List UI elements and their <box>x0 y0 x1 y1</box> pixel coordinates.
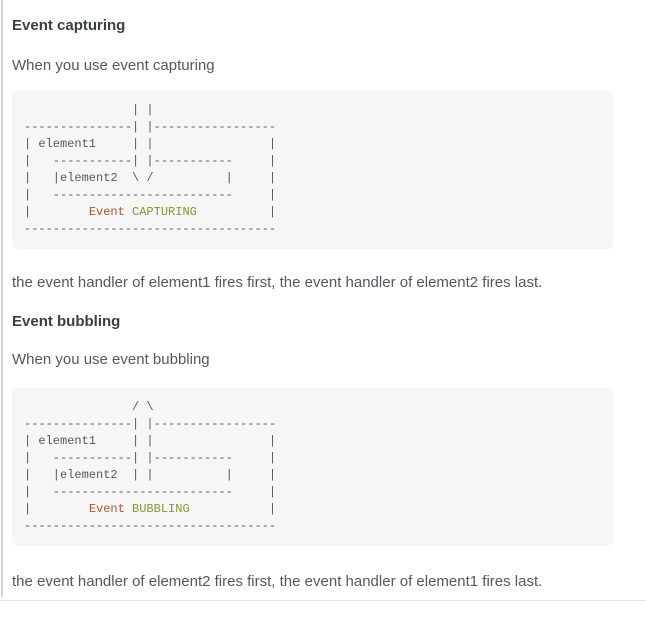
ascii-art-line: | element1 | | | <box>24 137 277 151</box>
ascii-art-line: | element1 | | | <box>24 434 277 448</box>
para-bubbling-intro: When you use event bubbling <box>12 351 210 368</box>
ascii-art-line: ---------------| |----------------- <box>24 120 277 134</box>
code-block-capturing: | | ---------------| |----------------- | … <box>12 91 613 249</box>
ascii-art-line: | | <box>24 103 154 117</box>
heading-event-capturing: Event capturing <box>12 17 126 34</box>
ascii-art-line: | -----------| |----------- | <box>24 154 277 168</box>
para-capturing-intro: When you use event capturing <box>12 57 215 74</box>
ascii-art-line: ----------------------------------- <box>24 222 277 236</box>
answer-content: Event capturing When you use event captu… <box>12 0 613 591</box>
ascii-art-line: | ------------------------- | <box>24 485 277 499</box>
ascii-art-line: | Event CAPTURING | <box>24 205 277 219</box>
heading-event-bubbling: Event bubbling <box>12 313 121 330</box>
para-bubbling-result: the event handler of element2 fires firs… <box>12 573 543 590</box>
ascii-art-line: | -----------| |----------- | <box>24 451 277 465</box>
mode-token: CAPTURING <box>132 205 197 219</box>
ascii-art-line: | ------------------------- | <box>24 188 277 202</box>
ascii-art-line: ----------------------------------- <box>24 519 277 533</box>
event-token: Event <box>88 205 125 219</box>
mode-token: BUBBLING <box>132 502 190 516</box>
code-block-bubbling: / \ ---------------| |----------------- | … <box>12 388 613 546</box>
event-token: Event <box>88 502 125 516</box>
ascii-art-line: | Event BUBBLING | <box>24 502 277 516</box>
ascii-art-line: / \ <box>24 400 154 414</box>
para-capturing-result: the event handler of element1 fires firs… <box>12 274 543 291</box>
ascii-art-line: | |element2 | | | | <box>24 468 277 482</box>
ascii-art-line: | |element2 \ / | | <box>24 171 277 185</box>
bottom-divider <box>0 600 646 601</box>
ascii-art-line: ---------------| |----------------- <box>24 417 277 431</box>
left-divider <box>1 0 3 597</box>
